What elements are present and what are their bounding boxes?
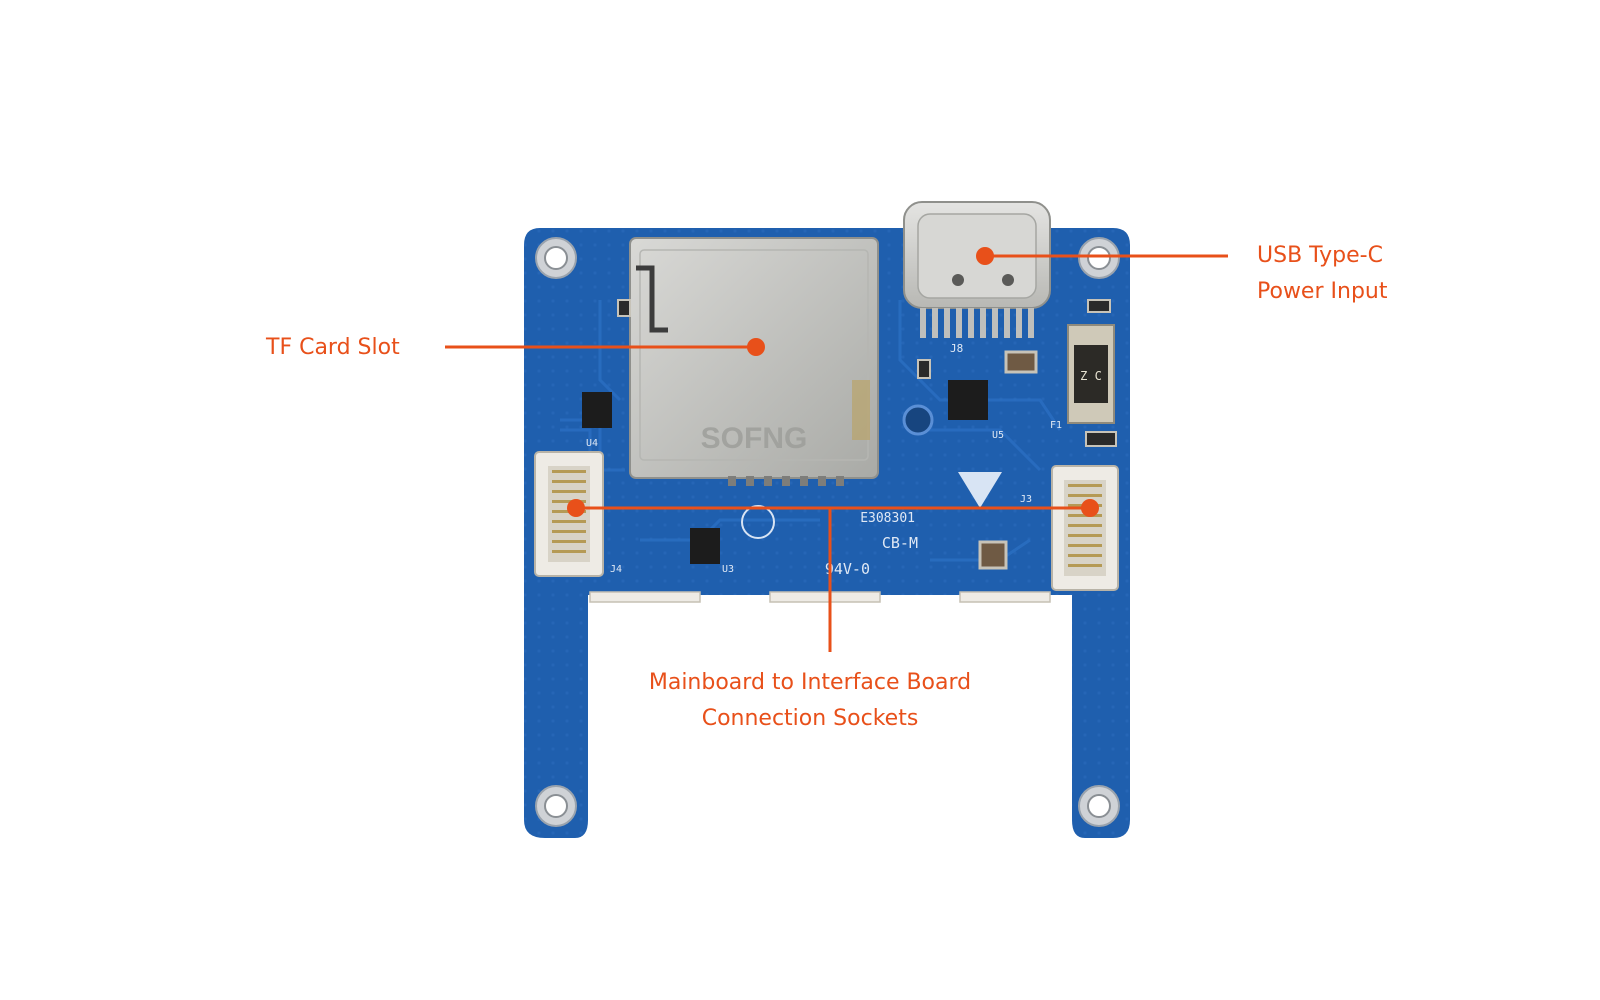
mounting-hole-top-left xyxy=(535,237,577,279)
components: U4 U3 U5 Z C F1 E308301 CB-M 94V-0 xyxy=(582,299,1117,578)
resistor-4 xyxy=(617,299,631,317)
tf-card-slot-pins xyxy=(728,476,844,486)
usb-type-c-pins xyxy=(920,308,1034,338)
resistor-3 xyxy=(1085,431,1117,447)
test-pad xyxy=(902,404,934,436)
sockets-label: Mainboard to Interface Board Connection … xyxy=(560,665,1060,737)
socket-left: J4 xyxy=(534,451,622,577)
ic-u5: U5 xyxy=(948,380,1004,441)
capacitor-2 xyxy=(978,540,1008,570)
mounting-hole-top-right xyxy=(1078,237,1120,279)
cert-marking: E308301 xyxy=(860,511,915,526)
mounting-holes xyxy=(535,237,1120,827)
usb-type-c-label-line1: USB Type-C xyxy=(1257,243,1383,268)
callout-lines xyxy=(445,254,1228,652)
f1-marking: F1 xyxy=(1050,420,1062,431)
u4-marking: U4 xyxy=(586,438,598,449)
usb-type-c-label-line2: Power Input xyxy=(1257,279,1388,304)
model-marking: CB-M xyxy=(882,534,918,552)
u3-marking: U3 xyxy=(722,564,734,575)
sockets-label-line2: Connection Sockets xyxy=(701,706,919,731)
resistor-2 xyxy=(1087,299,1111,313)
rating-marking: 94V-0 xyxy=(825,560,870,578)
socket-right-dot xyxy=(1081,499,1099,517)
tf-card-slot: SOFNG xyxy=(629,237,879,486)
ic-u3: U3 xyxy=(690,528,734,575)
socket-right-pins xyxy=(1068,484,1102,567)
socket-left-dot xyxy=(567,499,585,517)
j3-marking: J3 xyxy=(1020,494,1032,505)
usb-c-dot xyxy=(976,247,994,265)
mounting-hole-bottom-left xyxy=(535,785,577,827)
fuse-component: Z C F1 xyxy=(1050,324,1115,431)
tf-card-slot-label: TF Card Slot xyxy=(266,330,400,366)
j8-marking: J8 xyxy=(950,342,963,355)
warning-triangle-icon xyxy=(958,472,1002,508)
pb-free-icon xyxy=(741,505,775,539)
sockets-label-line1: Mainboard to Interface Board xyxy=(648,670,972,695)
fuse-marking: Z C xyxy=(1080,369,1102,383)
usb-type-c-label: USB Type-C Power Input xyxy=(1257,238,1387,310)
ic-u4: U4 xyxy=(582,392,612,449)
tf-card-slot-label-text: TF Card Slot xyxy=(266,335,400,360)
bottom-edge-connectors xyxy=(589,591,1051,603)
resistor-1 xyxy=(917,359,931,379)
capacitor-1 xyxy=(1004,350,1038,374)
u5-marking: U5 xyxy=(992,430,1004,441)
mounting-hole-bottom-right xyxy=(1078,785,1120,827)
j4-marking-left: J4 xyxy=(610,564,622,575)
tf-card-dot xyxy=(747,338,765,356)
tf-card-slot-marking: SOFNG xyxy=(701,422,808,455)
callout-dots xyxy=(567,247,1099,517)
